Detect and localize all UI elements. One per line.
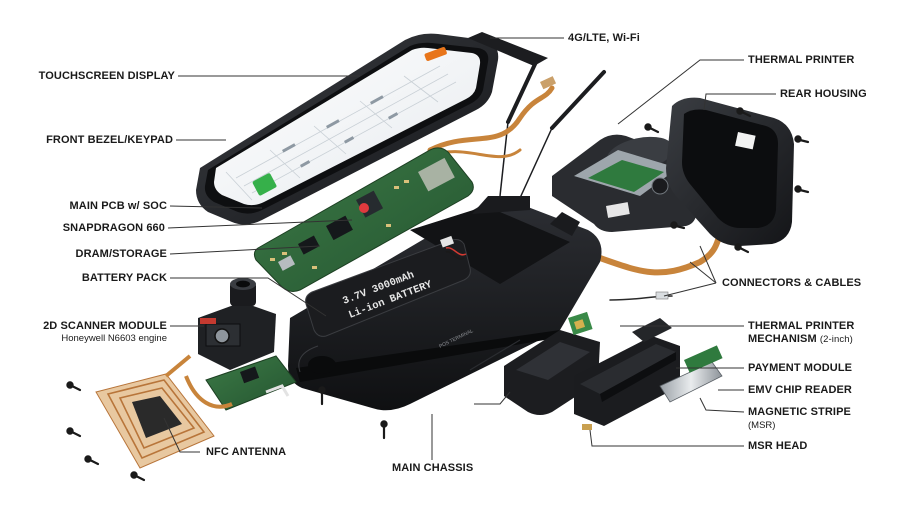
battery-pack xyxy=(305,235,471,337)
label-scanner-engine: Honeywell N6603 engine xyxy=(61,333,167,344)
screw-icon xyxy=(318,386,326,406)
label-touchscreen-display: TOUCHSCREEN DISPLAY xyxy=(38,70,175,82)
msr-head xyxy=(582,424,592,430)
screw-icon xyxy=(794,185,810,194)
main-pcb xyxy=(253,147,474,292)
label-main-chassis: MAIN CHASSIS xyxy=(392,462,474,474)
housing-label xyxy=(735,132,756,150)
label-connectors-cables: CONNECTORS & CABLES xyxy=(722,277,862,289)
screw-icon xyxy=(84,455,100,466)
label-battery-pack: BATTERY PACK xyxy=(81,272,167,284)
msr-reader xyxy=(574,318,680,426)
label-emv-reader: EMV CHIP READER xyxy=(748,384,852,396)
label-lte-wifi: 4G/LTE, Wi-Fi xyxy=(568,32,640,44)
screw-icon xyxy=(66,381,82,392)
label-thermal-printer: THERMAL PRINTER xyxy=(748,54,855,66)
dram-chip xyxy=(326,215,353,241)
label-printer-mechanism: THERMAL PRINTER xyxy=(748,320,855,332)
label-printer-mechanism-line2: MECHANISM (2-inch) xyxy=(748,333,853,345)
scanner-module xyxy=(184,278,297,411)
label-main-pcb: MAIN PCB w/ SOC xyxy=(69,200,167,212)
label-scanner-module: 2D SCANNER MODULE xyxy=(43,320,167,332)
label-magstripe: MAGNETIC STRIPE xyxy=(748,406,851,418)
label-magstripe-msr: (MSR) xyxy=(748,420,776,431)
touchscreen-display xyxy=(214,47,481,206)
screw-icon xyxy=(794,135,810,144)
label-msr-head: MSR HEAD xyxy=(748,440,808,452)
screw-icon xyxy=(670,221,686,230)
nfc-antenna xyxy=(95,354,215,469)
screw-icon xyxy=(380,420,388,440)
label-printer-mechanism-size: (2-inch) xyxy=(819,334,853,345)
snapdragon-logo-icon xyxy=(359,203,369,213)
screw-icon xyxy=(644,123,660,134)
label-snapdragon: SNAPDRAGON 660 xyxy=(62,222,165,234)
scanner-window-icon xyxy=(214,328,230,344)
printer-pcb xyxy=(588,160,664,192)
screw-icon xyxy=(66,427,82,438)
label-payment-module: PAYMENT MODULE xyxy=(748,362,853,374)
screws xyxy=(66,107,810,482)
storage-chip xyxy=(297,235,320,255)
label-rear-housing: REAR HOUSING xyxy=(780,88,867,100)
screw-icon xyxy=(130,471,146,482)
thermal-printer xyxy=(552,134,700,232)
screw-icon xyxy=(736,107,752,118)
usb-port xyxy=(278,255,296,271)
flex-connector xyxy=(540,76,557,90)
label-nfc-antenna: NFC ANTENNA xyxy=(206,446,287,458)
emv-chip-reader xyxy=(659,345,723,403)
label-dram-storage: DRAM/STORAGE xyxy=(75,248,167,260)
label-front-bezel-keypad: FRONT BEZEL/KEYPAD xyxy=(46,134,173,146)
rf-shield xyxy=(418,157,455,192)
screw-icon xyxy=(734,243,750,254)
leader-lines xyxy=(163,37,776,460)
rear-housing xyxy=(666,97,794,247)
main-chassis xyxy=(288,196,602,411)
